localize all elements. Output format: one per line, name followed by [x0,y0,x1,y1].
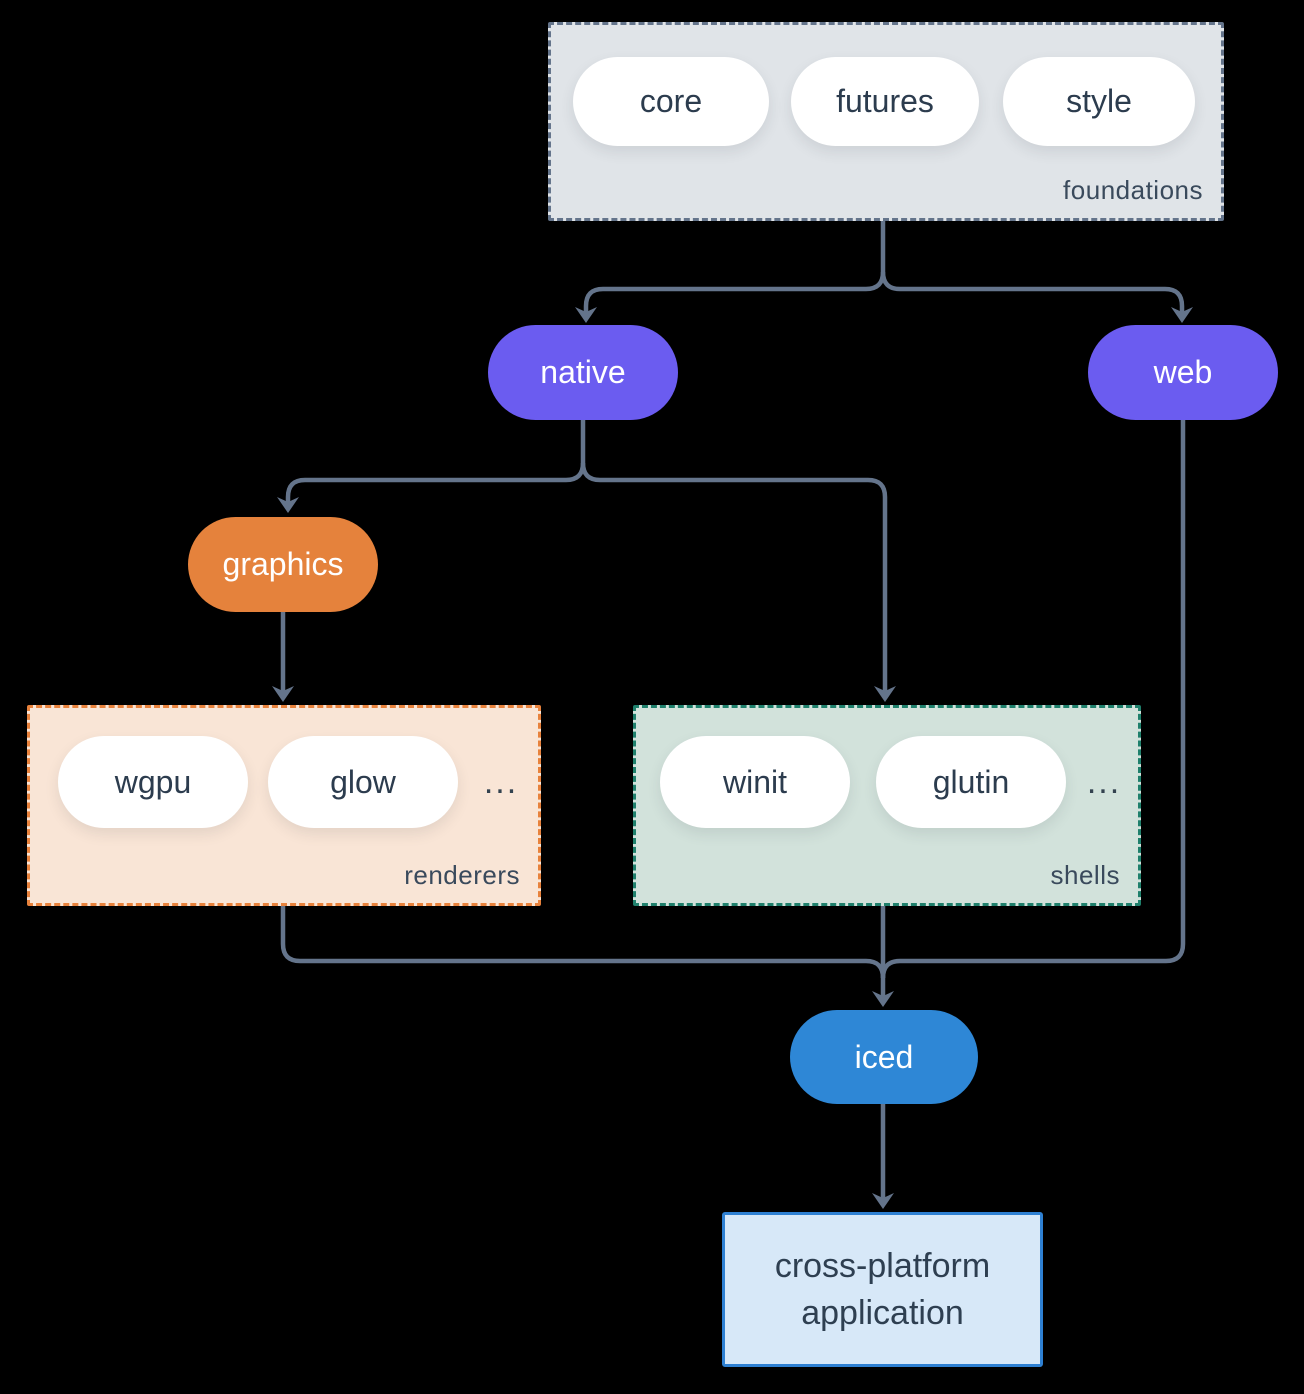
node-native: native [488,325,678,420]
node-wgpu: wgpu [58,736,248,828]
foundations-group: core futures style foundations [548,22,1224,221]
foundations-label: foundations [1063,175,1203,205]
renderers-ellipsis: ... [483,762,519,801]
shells-group: winit glutin ... shells [633,705,1141,906]
node-glow: glow [268,736,458,828]
node-style: style [1003,57,1195,146]
shells-ellipsis: ... [1086,762,1122,801]
node-web: web [1088,325,1278,420]
node-core: core [573,57,769,146]
cross-platform-application-box: cross-platform application [722,1212,1043,1367]
node-graphics: graphics [188,517,378,612]
node-iced: iced [790,1010,978,1104]
shells-label: shells [1050,860,1120,890]
node-glutin: glutin [876,736,1066,828]
renderers-group: wgpu glow ... renderers [27,705,541,906]
renderers-label: renderers [404,860,520,890]
node-futures: futures [791,57,979,146]
node-winit: winit [660,736,850,828]
